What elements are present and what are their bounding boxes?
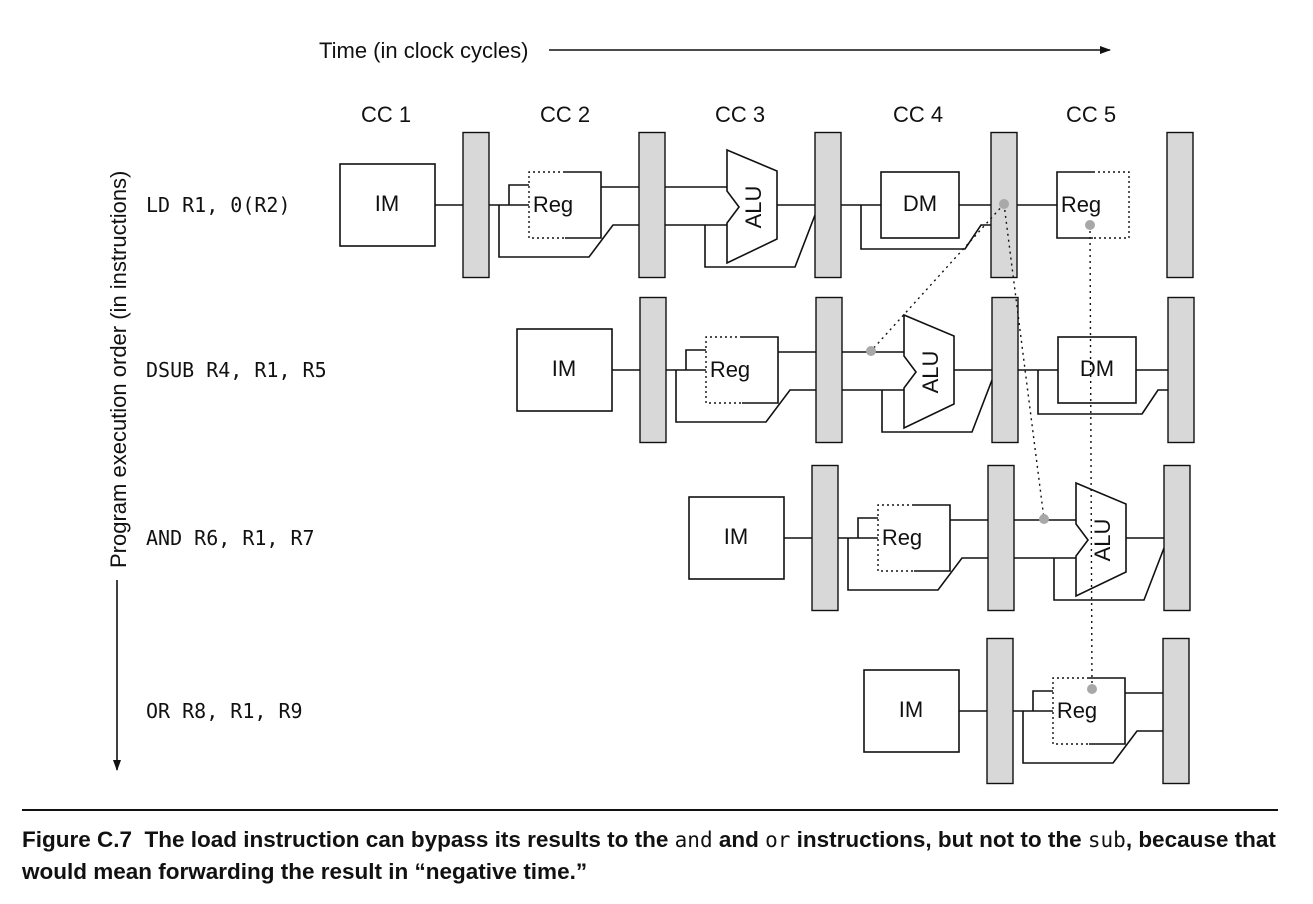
reg-box-fill xyxy=(529,172,601,238)
alu-bypass-wire xyxy=(881,379,993,433)
pipeline-register xyxy=(815,296,843,444)
reg-dotted-edge xyxy=(705,336,742,404)
reg-dotted-edge xyxy=(1093,171,1130,239)
pipeline-register xyxy=(991,296,1019,444)
dm-bypass-wire xyxy=(860,205,991,250)
forward-dot xyxy=(999,199,1009,209)
pipeline-register xyxy=(986,637,1014,785)
pipeline-register xyxy=(987,464,1015,612)
dm-stage xyxy=(1057,336,1137,404)
reg-solid-edge xyxy=(565,171,602,239)
im-stage-label: IM xyxy=(375,191,399,216)
im-stage-label: IM xyxy=(552,356,576,381)
forward-dot xyxy=(1039,514,1049,524)
caption-text-3: instructions, but not to the xyxy=(790,827,1088,852)
forwarding-paths xyxy=(866,199,1097,694)
reg-stage-label: Reg xyxy=(882,525,922,550)
pipeline-register xyxy=(814,131,842,279)
pipeline-register xyxy=(1167,296,1195,444)
reg-bypass-wire xyxy=(498,205,639,258)
reg-input-branch xyxy=(508,184,529,205)
pipeline-row-3: IM Reg ALU xyxy=(688,464,1191,612)
reg-stage-label: Reg xyxy=(1061,192,1101,217)
pipeline-register xyxy=(1166,131,1194,279)
reg-dotted-edge xyxy=(528,171,565,239)
im-stage-label: IM xyxy=(899,697,923,722)
reg-stage-label: Reg xyxy=(533,192,573,217)
cycle-label-2: CC 2 xyxy=(540,102,590,127)
forward-dot xyxy=(1087,684,1097,694)
im-stage xyxy=(339,163,436,247)
reg-bypass-wire xyxy=(675,370,816,423)
reg-box-fill xyxy=(706,337,778,403)
cycle-label-3: CC 3 xyxy=(715,102,765,127)
alu-bypass-wire xyxy=(1053,547,1165,601)
reg-stage-label: Reg xyxy=(710,357,750,382)
alu-stage xyxy=(1075,481,1127,598)
alu-bypass-wire xyxy=(704,214,816,268)
caption-code-or: or xyxy=(765,828,791,852)
pipeline-row-4: IM Reg xyxy=(863,637,1190,785)
reg-bypass-wire xyxy=(847,538,988,591)
pipeline-row-1: IM Reg ALU DM Reg xyxy=(339,131,1194,279)
caption-text-2: and xyxy=(712,827,766,852)
reg-box-fill xyxy=(878,505,950,571)
cycle-label-5: CC 5 xyxy=(1066,102,1116,127)
im-stage xyxy=(688,496,785,580)
alu-stage-label: ALU xyxy=(1090,519,1115,562)
pipeline-register xyxy=(1163,464,1191,612)
pipeline-register xyxy=(1162,637,1190,785)
reg-input-branch xyxy=(857,517,878,538)
order-axis-label: Program execution order (in instructions… xyxy=(106,171,131,568)
pipeline-register xyxy=(462,131,490,279)
caption-text-1: The load instruction can bypass its resu… xyxy=(144,827,675,852)
im-stage-label: IM xyxy=(724,524,748,549)
dm-stage-label: DM xyxy=(1080,356,1114,381)
time-axis-label: Time (in clock cycles) xyxy=(319,38,528,63)
cycle-label-1: CC 1 xyxy=(361,102,411,127)
reg-stage-label: Reg xyxy=(1057,698,1097,723)
im-stage xyxy=(516,328,613,412)
reg-solid-edge xyxy=(914,504,951,572)
reg-input-branch xyxy=(685,349,706,370)
alu-stage xyxy=(726,148,778,265)
pipeline-register xyxy=(638,131,666,279)
forward-dot xyxy=(1085,220,1095,230)
instruction-label-3: AND R6, R1, R7 xyxy=(146,526,315,550)
figure-caption: Figure C.7 The load instruction can bypa… xyxy=(22,824,1292,888)
reg-bypass-wire xyxy=(1022,711,1163,764)
dm-bypass-wire xyxy=(1037,370,1168,415)
forward-dot xyxy=(866,346,876,356)
reg-solid-edge xyxy=(742,336,779,404)
pipeline-register xyxy=(639,296,667,444)
instruction-label-4: OR R8, R1, R9 xyxy=(146,699,303,723)
alu-stage-label: ALU xyxy=(741,186,766,229)
caption-text-4: , because that would mean forwarding the… xyxy=(22,827,1276,884)
forward-path-or xyxy=(1089,224,1093,690)
alu-stage-label: ALU xyxy=(918,351,943,394)
im-stage xyxy=(863,669,960,753)
forward-path-and xyxy=(1003,203,1045,520)
instruction-label-2: DSUB R4, R1, R5 xyxy=(146,358,327,382)
reg-solid-edge xyxy=(1089,677,1126,745)
caption-figure-number: Figure C.7 xyxy=(22,827,133,852)
pipeline-register xyxy=(811,464,839,612)
caption-rule xyxy=(22,809,1278,811)
alu-stage xyxy=(903,313,955,430)
pipeline-diagram: Time (in clock cycles) Program execution… xyxy=(106,38,1195,785)
reg-dotted-edge xyxy=(877,504,914,572)
pipeline-row-2: IM Reg ALU DM xyxy=(516,296,1195,444)
reg-input-branch xyxy=(1032,690,1053,711)
caption-code-and: and xyxy=(674,828,713,852)
instruction-label-1: LD R1, 0(R2) xyxy=(146,193,291,217)
cycle-label-4: CC 4 xyxy=(893,102,943,127)
caption-code-sub: sub xyxy=(1087,828,1126,852)
reg-dotted-edge xyxy=(1052,677,1089,745)
dm-stage-label: DM xyxy=(903,191,937,216)
